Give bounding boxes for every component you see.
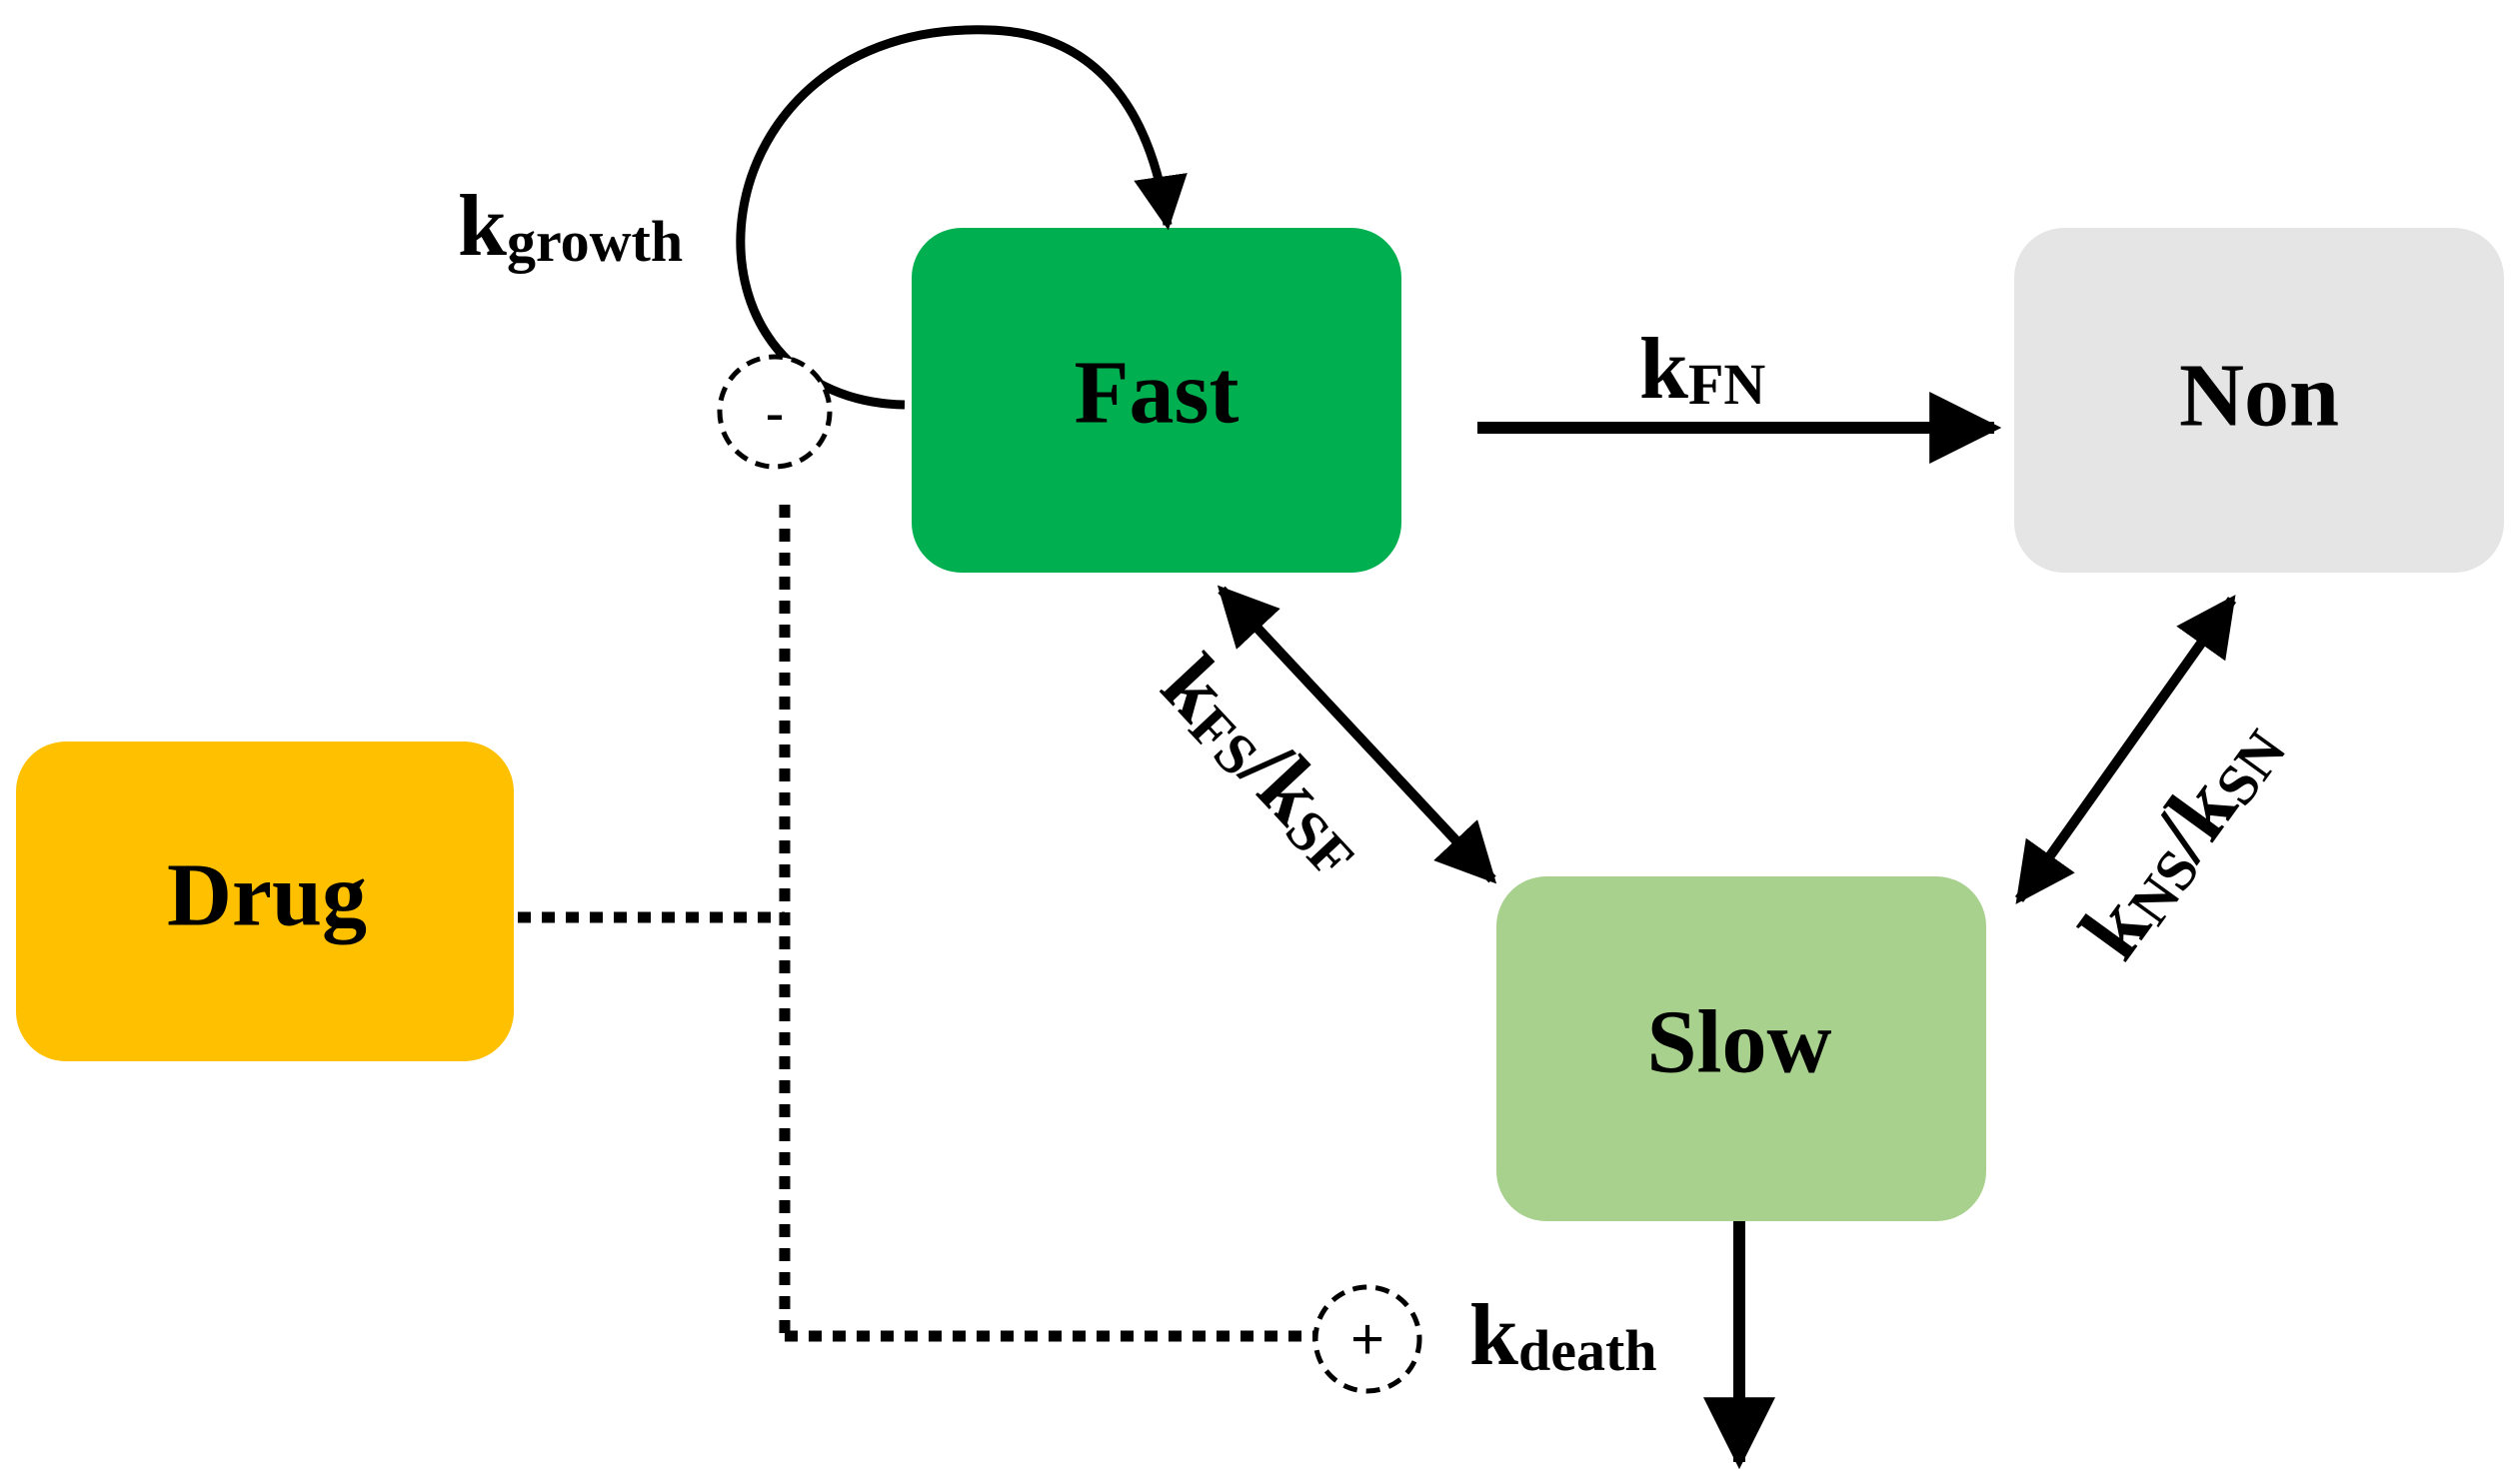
stimulate-sign: + [1350,1306,1384,1371]
stimulate-symbol: + [1312,1284,1422,1394]
non-compartment[interactable]: Non [2014,228,2504,573]
slow-box [1496,876,1986,1221]
growth-loop-arrow [736,25,1188,410]
drug-box [16,742,514,1061]
growth-rate-label: kgrowth [458,178,683,275]
drug-label: Drug [167,846,367,945]
slow-compartment[interactable]: Slow [1496,876,1986,1221]
ns-sn-rate-label: kNS/kSN [2062,701,2300,976]
non-slow-arrow [2014,595,2237,904]
inhibit-circle [717,354,833,470]
fast-compartment[interactable]: Fast [912,228,1401,573]
fast-slow-arrow [1217,585,1497,884]
non-label: Non [2179,347,2339,446]
drug-effect-lines [518,505,1317,1342]
stimulate-circle [1312,1284,1422,1394]
inhibit-symbol: - [717,354,833,470]
fn-rate-label: kFN [1639,321,1765,418]
fast-label: Fast [1075,344,1240,443]
fs-sf-rate-label: kFS/kSF [1143,637,1389,891]
non-box [2014,228,2504,573]
death-rate-label: kdeath [1469,1287,1657,1384]
drug-compartment[interactable]: Drug [16,742,514,1061]
fast-box [912,228,1401,573]
inhibit-sign: - [765,381,784,446]
slow-label: Slow [1646,993,1831,1092]
